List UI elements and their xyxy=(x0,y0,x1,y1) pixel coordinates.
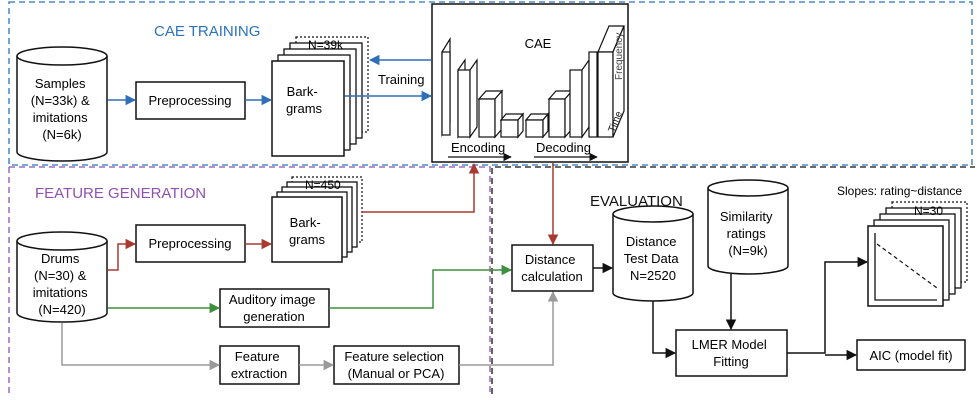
svg-text:Auditory image generatio: Auditory image generation xyxy=(229,292,319,324)
distance-test-line-3: N=2520 xyxy=(630,268,676,283)
aic-model-fit-box: AIC (model fit) xyxy=(856,339,966,371)
section-title-feature-generation: FEATURE GENERATION xyxy=(35,185,206,202)
svg-text:Drums (N=30) & imi: Drums (N=30) & imitations (N=420) xyxy=(33,251,92,317)
arrow-auditory-to-distance xyxy=(329,264,513,309)
arrow-testdata-to-lmer xyxy=(652,301,677,359)
distance-calc-line-1: Distance xyxy=(525,252,576,267)
barkgrams-top-stack: N=39k Bark- grams xyxy=(271,36,369,157)
samples-line-2: (N=33k) & xyxy=(31,93,90,108)
training-label: Training xyxy=(378,72,424,87)
svg-text:Distance Test Data: Distance Test Data N=2520 xyxy=(624,234,683,283)
auditory-line-1: Auditory image xyxy=(229,292,316,307)
arrow-drums-to-preprocessing xyxy=(108,238,137,271)
similarity-line-1: Similarity xyxy=(720,209,773,224)
drums-line-4: (N=420) xyxy=(38,302,85,317)
preprocessing-top-box: Preprocessing xyxy=(135,81,246,120)
distance-test-line-2: Test Data xyxy=(624,251,680,266)
auditory-line-2: generation xyxy=(243,309,304,324)
slopes-plot-stack: N=30 xyxy=(867,201,968,307)
slope-regression-line xyxy=(876,243,938,289)
feature-extraction-box: Feature extraction xyxy=(219,345,300,385)
cae-training-frame xyxy=(8,1,973,166)
feature-generation-frame xyxy=(8,166,491,394)
similarity-ratings-database: Similarity ratings (N=9k) xyxy=(707,179,789,275)
svg-text:LMER Model Fitting: LMER Model Fitting xyxy=(692,337,771,369)
cae-network-box: CAE Frequency Time Encoding Decoding xyxy=(431,3,629,163)
svg-text:Bark- grams: Bark- grams xyxy=(289,215,326,247)
feature-extraction-line-2: extraction xyxy=(231,366,287,381)
slopes-title: Slopes: rating~distance xyxy=(837,184,962,198)
svg-text:Feature selection (Manua: Feature selection (Manual or PCA) xyxy=(344,349,447,381)
cae-title: CAE xyxy=(525,36,552,51)
barkgrams-top-count: N=39k xyxy=(308,38,344,52)
svg-text:Similarity ratings: Similarity ratings (N=9k) xyxy=(720,209,776,258)
arrow-barkgrams-to-cae xyxy=(362,162,480,213)
distance-test-line-1: Distance xyxy=(626,234,677,249)
lmer-line-1: LMER Model xyxy=(692,337,767,352)
distance-calculation-box: Distance calculation xyxy=(511,244,594,292)
arrow-lmer-to-slopes xyxy=(787,256,869,354)
svg-text:Samples (N=33k) &: Samples (N=33k) & imitations (N=6k) xyxy=(31,76,94,142)
barkgrams-mid-line-1: Bark- xyxy=(290,215,321,230)
auditory-image-box: Auditory image generation xyxy=(219,288,330,328)
barkgrams-mid-line-2: grams xyxy=(289,232,326,247)
drums-database: Drums (N=30) & imitations (N=420) xyxy=(16,231,108,323)
feature-extraction-line-1: Feature xyxy=(235,349,280,364)
feature-selection-line-1: Feature selection xyxy=(344,349,444,364)
samples-line-3: imitations xyxy=(33,110,88,125)
drums-line-3: imitations xyxy=(33,285,88,300)
section-title-cae-training: CAE TRAINING xyxy=(154,23,260,40)
arrow-selection-to-distance xyxy=(459,290,559,366)
cae-frequency-label: Frequency xyxy=(614,33,625,80)
aic-label: AIC (model fit) xyxy=(869,348,952,363)
slopes-count: N=30 xyxy=(914,204,943,218)
preprocessing-mid-box: Preprocessing xyxy=(135,224,246,263)
slope-plot-axes xyxy=(874,233,937,301)
samples-database: Samples (N=33k) & imitations (N=6k) xyxy=(16,46,108,162)
svg-text:Distance calculation: Distance calculation xyxy=(521,252,582,284)
feature-selection-box: Feature selection (Manual or PCA) xyxy=(333,345,460,385)
cae-decoding-label: Decoding xyxy=(536,140,591,155)
drums-line-2: (N=30) & xyxy=(34,268,87,283)
barkgrams-top-line-1: Bark- xyxy=(287,84,318,99)
samples-line-4: (N=6k) xyxy=(42,127,81,142)
barkgrams-mid-count: N=450 xyxy=(305,178,341,192)
arrow-drums-to-feature-extraction xyxy=(61,323,221,371)
similarity-line-2: ratings xyxy=(727,226,767,241)
samples-line-1: Samples xyxy=(35,76,86,91)
preprocessing-mid-label: Preprocessing xyxy=(148,236,231,251)
barkgrams-mid-stack: N=450 Bark- grams xyxy=(271,176,363,263)
lmer-model-fitting-box: LMER Model Fitting xyxy=(675,329,788,377)
distance-test-data-database: Distance Test Data N=2520 xyxy=(612,205,694,302)
svg-text:Bark- grams: Bark- grams xyxy=(286,84,323,116)
svg-text:Feature extraction: Feature extraction xyxy=(231,349,287,381)
distance-calc-line-2: calculation xyxy=(521,269,582,284)
preprocessing-top-label: Preprocessing xyxy=(148,93,231,108)
drums-line-1: Drums xyxy=(41,251,80,266)
feature-selection-line-2: (Manual or PCA) xyxy=(348,366,445,381)
cae-encoding-label: Encoding xyxy=(451,140,505,155)
barkgrams-top-line-2: grams xyxy=(286,101,323,116)
lmer-line-2: Fitting xyxy=(713,354,748,369)
similarity-line-3: (N=9k) xyxy=(728,243,767,258)
evaluation-frame xyxy=(491,166,975,394)
